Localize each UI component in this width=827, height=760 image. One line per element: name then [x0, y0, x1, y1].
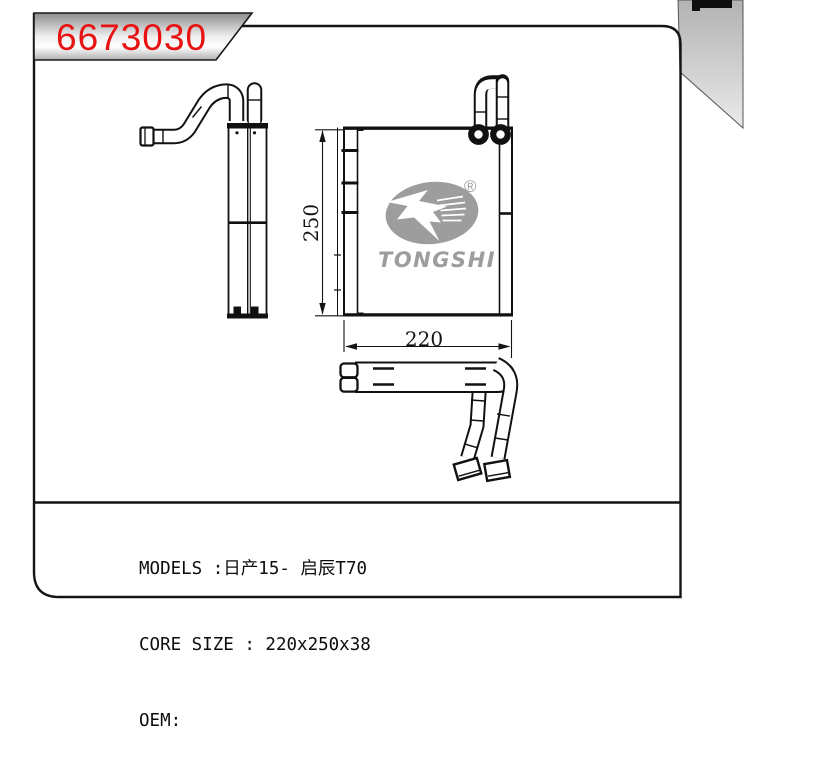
- catalog-page: { "banner": { "part_number": "6673030" }…: [32, 0, 744, 732]
- logo-wordmark: TONGSHI: [378, 248, 497, 272]
- front-left-tank-dividers: [341, 149, 359, 214]
- bottom-port-bottom: [339, 376, 359, 393]
- dimension-height-label: 250: [299, 203, 323, 243]
- pipe-end-ring-left: [468, 124, 489, 145]
- tongshi-logo-mark: [385, 181, 479, 245]
- sheet-frame: [32, 13, 682, 599]
- hose-connector: [139, 126, 155, 147]
- logo-speed-lines: [436, 195, 467, 222]
- front-view: [334, 74, 513, 317]
- bottom-slab: [355, 361, 516, 393]
- pipe-end-ring-right: [490, 124, 511, 145]
- dimension-width-label: 220: [404, 327, 444, 351]
- logo-arrow: [387, 190, 447, 241]
- part-number: 6673030: [56, 17, 208, 58]
- dimension-220: [343, 320, 513, 358]
- dimension-250: [315, 129, 345, 317]
- bottom-slab-dashes: [373, 367, 486, 386]
- technical-drawing: [32, 0, 744, 599]
- spec-core-size-line: CORE SIZE : 220x250x38: [139, 635, 371, 656]
- sheet-border: [32, 13, 682, 599]
- bottom-tube-left-fill: [462, 385, 485, 460]
- corner-ribbon: [677, 0, 744, 130]
- bottom-tube-right-fill: [492, 358, 517, 459]
- spec-oem-line: OEM:: [139, 711, 182, 732]
- side-pipe-left-fill: [151, 85, 243, 143]
- spec-block: MODELS :日产15- 启辰T70 CORE SIZE : 220x250x…: [139, 506, 371, 760]
- spec-models-line: MODELS :日产15- 启辰T70: [139, 558, 368, 579]
- side-core-top-cap: [227, 123, 268, 129]
- side-view: [139, 82, 268, 319]
- front-tube-joints: [474, 96, 509, 120]
- bottom-port-top: [339, 362, 359, 379]
- side-pipe-joints: [162, 84, 261, 144]
- bottom-fitting-right: [482, 458, 512, 483]
- bottom-view: [339, 357, 519, 483]
- section-tab-mark: [692, 0, 732, 8]
- side-core-bottom-cap: [227, 313, 268, 319]
- front-tube-left-fill: [475, 79, 505, 142]
- section-tab-mark-stub: [692, 0, 700, 11]
- part-number-banner: [33, 12, 254, 61]
- bottom-fitting-left: [452, 456, 483, 482]
- bottom-tube-joints: [464, 399, 511, 449]
- registered-trademark-icon: ®: [464, 177, 477, 196]
